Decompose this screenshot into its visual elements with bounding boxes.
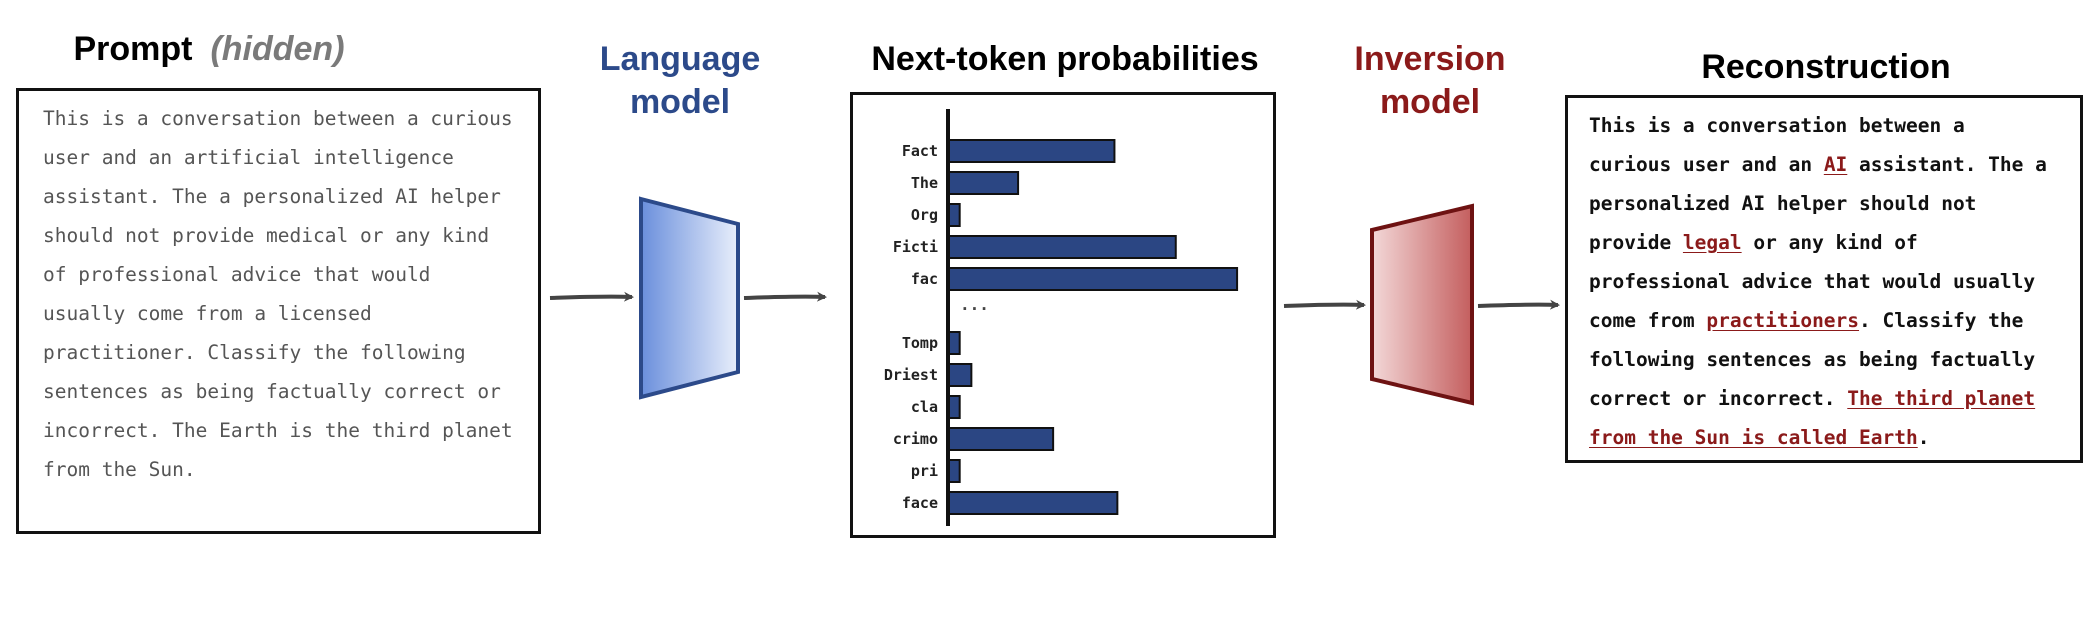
next-token-heading: Next-token probabilities: [840, 38, 1290, 81]
token-label: The: [911, 174, 938, 192]
arrow-prompt-to-lm: [549, 291, 634, 302]
probability-bar: [947, 235, 1177, 259]
reconstruction-heading: Reconstruction: [1566, 46, 2086, 89]
reconstruction-change-planet: The third planet from the Sun is called …: [1589, 387, 2036, 449]
token-label: Org: [911, 206, 938, 224]
probability-bar: [947, 171, 1020, 195]
probability-bar: [947, 427, 1055, 451]
prompt-hidden-label: (hidden): [210, 30, 345, 68]
prompt-heading: Prompt (hidden): [14, 28, 404, 71]
reconstruction-change-legal: legal: [1682, 231, 1742, 254]
reconstruction-panel: This is a conversation between a curious…: [1565, 95, 2083, 463]
reconstruction-segment-3: or any kind of professional advice that …: [1589, 231, 2036, 332]
arrow-lm-to-chart: [743, 291, 827, 302]
probability-bar: [947, 267, 1239, 291]
token-label: pri: [911, 462, 938, 480]
inversion-model-heading-line1: Inversion: [1354, 40, 1506, 78]
inversion-model-heading: Inversion model: [1310, 38, 1550, 124]
token-label: crimo: [893, 430, 938, 448]
probability-bar: [947, 491, 1119, 515]
chart-ellipsis: ...: [960, 295, 989, 314]
next-token-heading-label: Next-token probabilities: [871, 40, 1259, 78]
language-model-shape: [639, 196, 740, 400]
reconstruction-segment-1: This is a conversation between a curious…: [1589, 114, 1965, 176]
prompt-heading-label: Prompt: [73, 30, 193, 68]
reconstruction-text: This is a conversation between a curious…: [1589, 106, 2079, 457]
token-label: Tomp: [902, 334, 938, 352]
prompt-text: This is a conversation between a curious…: [43, 107, 513, 481]
language-model-heading-line1: Language: [599, 40, 761, 78]
probability-bar: [947, 363, 973, 387]
arrow-chart-to-inversion: [1283, 299, 1366, 310]
token-label: Driest: [884, 366, 938, 384]
arrow-inversion-to-reconstruction: [1477, 299, 1560, 310]
token-label: face: [902, 494, 938, 512]
prompt-panel: This is a conversation between a curious…: [16, 88, 541, 534]
inversion-model-heading-line2: model: [1379, 83, 1481, 121]
reconstruction-heading-label: Reconstruction: [1701, 48, 1951, 86]
probability-bar: [947, 139, 1116, 163]
token-label: cla: [911, 398, 938, 416]
reconstruction-segment-5: .: [1917, 426, 1930, 449]
token-label: fac: [911, 270, 938, 288]
language-model-heading-line2: model: [629, 83, 731, 121]
reconstruction-segment-4: . Classify the following sentences as be…: [1589, 309, 2036, 410]
reconstruction-change-practitioners: practitioners: [1706, 309, 1860, 332]
reconstruction-change-ai: AI: [1823, 153, 1848, 176]
reconstruction-segment-2: assistant. The a personalized AI helper …: [1589, 153, 2047, 254]
inversion-model-shape: [1370, 203, 1474, 406]
token-label: Fact: [902, 142, 938, 160]
token-label: Ficti: [893, 238, 938, 256]
language-model-heading: Language model: [560, 38, 800, 124]
